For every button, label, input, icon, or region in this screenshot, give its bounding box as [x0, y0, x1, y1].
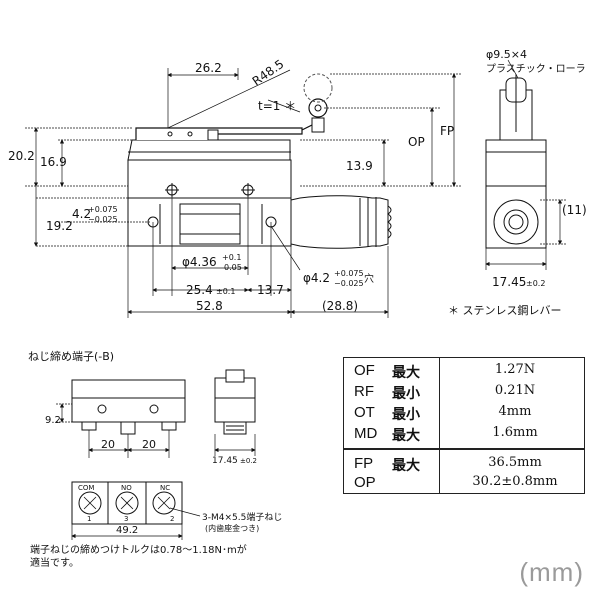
cable: [290, 195, 389, 249]
spec-value: 4mm: [498, 404, 532, 419]
dim-20-2: 20.2: [8, 149, 35, 163]
dim-26-2: 26.2: [195, 61, 222, 75]
dim-4-2-tol-dn: −0.025: [88, 215, 118, 224]
dim-t1: t=1 ＊: [258, 99, 296, 113]
dim-9-2: 9.2: [45, 415, 61, 426]
stainless-note: ＊ ステンレス鋼レバー: [448, 303, 562, 317]
dim-phi436-tol-up: +0.1: [222, 253, 241, 262]
terminal-com-num: 1: [87, 515, 91, 523]
terminal-block-view: [71, 481, 183, 525]
spec-row-md: MD 最大 1.6mm: [344, 425, 584, 445]
spec-value: 30.2±0.8mm: [472, 474, 558, 489]
dim-phi436: φ4.36: [182, 255, 217, 269]
side-dim-17-45: 17.45: [492, 275, 526, 289]
screw-note-1: 3-M4×5.5端子ねじ: [202, 511, 282, 523]
torque-note: 端子ねじの締めつけトルクは0.78～1.18N･mが 適当です。: [30, 544, 247, 570]
dim-phi42-suffix: 穴: [364, 272, 374, 285]
spec-row-ot: OT 最小 4mm: [344, 404, 584, 424]
dim-20-b: 20: [142, 438, 156, 451]
spec-label: RF: [354, 383, 374, 400]
dim-phi436-tol-dn: 0.05: [224, 263, 242, 272]
roller-label: プラスチック・ローラ: [486, 63, 586, 75]
spec-qualifier: 最大: [392, 428, 420, 444]
spec-row-fp: FP 最大 36.5mm: [344, 455, 584, 475]
dim-49-2: 49.2: [116, 525, 138, 536]
spec-row-of: OF 最大 1.27N: [344, 362, 584, 382]
spec-table: OF 最大 1.27N RF 最小 0.21N OT 最小 4mm MD 最大 …: [343, 357, 585, 494]
dim-phi42: φ4.2: [303, 271, 330, 285]
terminal-nc-label: NC: [160, 484, 170, 492]
side-dim-17-45-tol: ±0.2: [526, 279, 545, 288]
dim-r48-5: R48.5: [250, 57, 287, 89]
spec-value: 1.6mm: [492, 425, 538, 440]
spec-label: MD: [354, 425, 378, 442]
term-dim-17-45-tol: ±0.2: [240, 457, 257, 465]
housing-top: [127, 139, 291, 161]
unit-label: (mm): [519, 557, 584, 587]
dim-11: (11): [562, 203, 587, 217]
terminal-front-view: [71, 379, 186, 435]
side-view: [485, 74, 547, 249]
dim-52-8: 52.8: [196, 299, 223, 313]
terminal-dimension-lines: [56, 403, 170, 458]
torque-note-line-1: 端子ねじの締めつけトルクは0.78～1.18N･mが: [30, 545, 247, 556]
dim-4-2: 4.2: [72, 207, 91, 221]
spec-label: OT: [354, 404, 375, 421]
term-dim-17-45: 17.45: [212, 456, 238, 466]
spec-qualifier: 最大: [392, 458, 420, 474]
torque-note-line-2: 適当です。: [30, 558, 79, 569]
dim-4-2-tol-up: +0.075: [88, 205, 118, 214]
spec-row-op: OP 30.2±0.8mm: [344, 474, 584, 494]
terminal-side-view: [214, 369, 256, 435]
dim-13-7: 13.7: [257, 283, 284, 297]
actuator-lever: [135, 127, 303, 141]
dim-phi42-tol-dn: −0.025: [334, 279, 364, 288]
dim-25-4-tol: ±0.1: [216, 287, 235, 296]
spec-label: OP: [354, 474, 376, 491]
spec-label: OF: [354, 362, 375, 379]
terminal-nc-num: 2: [170, 515, 174, 523]
spec-qualifier: 最大: [392, 365, 420, 381]
spec-row-rf: RF 最小 0.21N: [344, 383, 584, 403]
dim-25-4: 25.4: [186, 283, 213, 297]
dim-28-8: (28.8): [322, 299, 358, 313]
terminal-com-label: COM: [78, 484, 94, 492]
terminal-title: ねじ締め端子(-B): [28, 349, 114, 363]
dim-13-9: 13.9: [346, 159, 373, 173]
main-front-view: [127, 73, 392, 249]
dim-phi42-tol-up: +0.075: [334, 269, 364, 278]
side-dimension-lines: [485, 59, 566, 270]
roller-size: φ9.5×4: [486, 48, 527, 61]
dim-20-a: 20: [101, 438, 115, 451]
dim-op: OP: [408, 135, 425, 149]
spec-label: FP: [354, 455, 374, 472]
dim-16-9: 16.9: [40, 155, 67, 169]
spec-value: 0.21N: [494, 383, 536, 398]
spec-qualifier: 最小: [392, 386, 420, 402]
terminal-no-label: NO: [121, 484, 132, 492]
spec-qualifier: 最小: [392, 407, 420, 423]
spec-value: 36.5mm: [488, 455, 542, 470]
dim-fp: FP: [440, 124, 454, 138]
dim-19-2: 19.2: [46, 219, 73, 233]
spec-value: 1.27N: [494, 362, 536, 377]
terminal-no-num: 3: [124, 515, 128, 523]
screw-note-2: (内歯座金つき): [205, 523, 259, 533]
main-dimension-lines: [25, 68, 462, 318]
